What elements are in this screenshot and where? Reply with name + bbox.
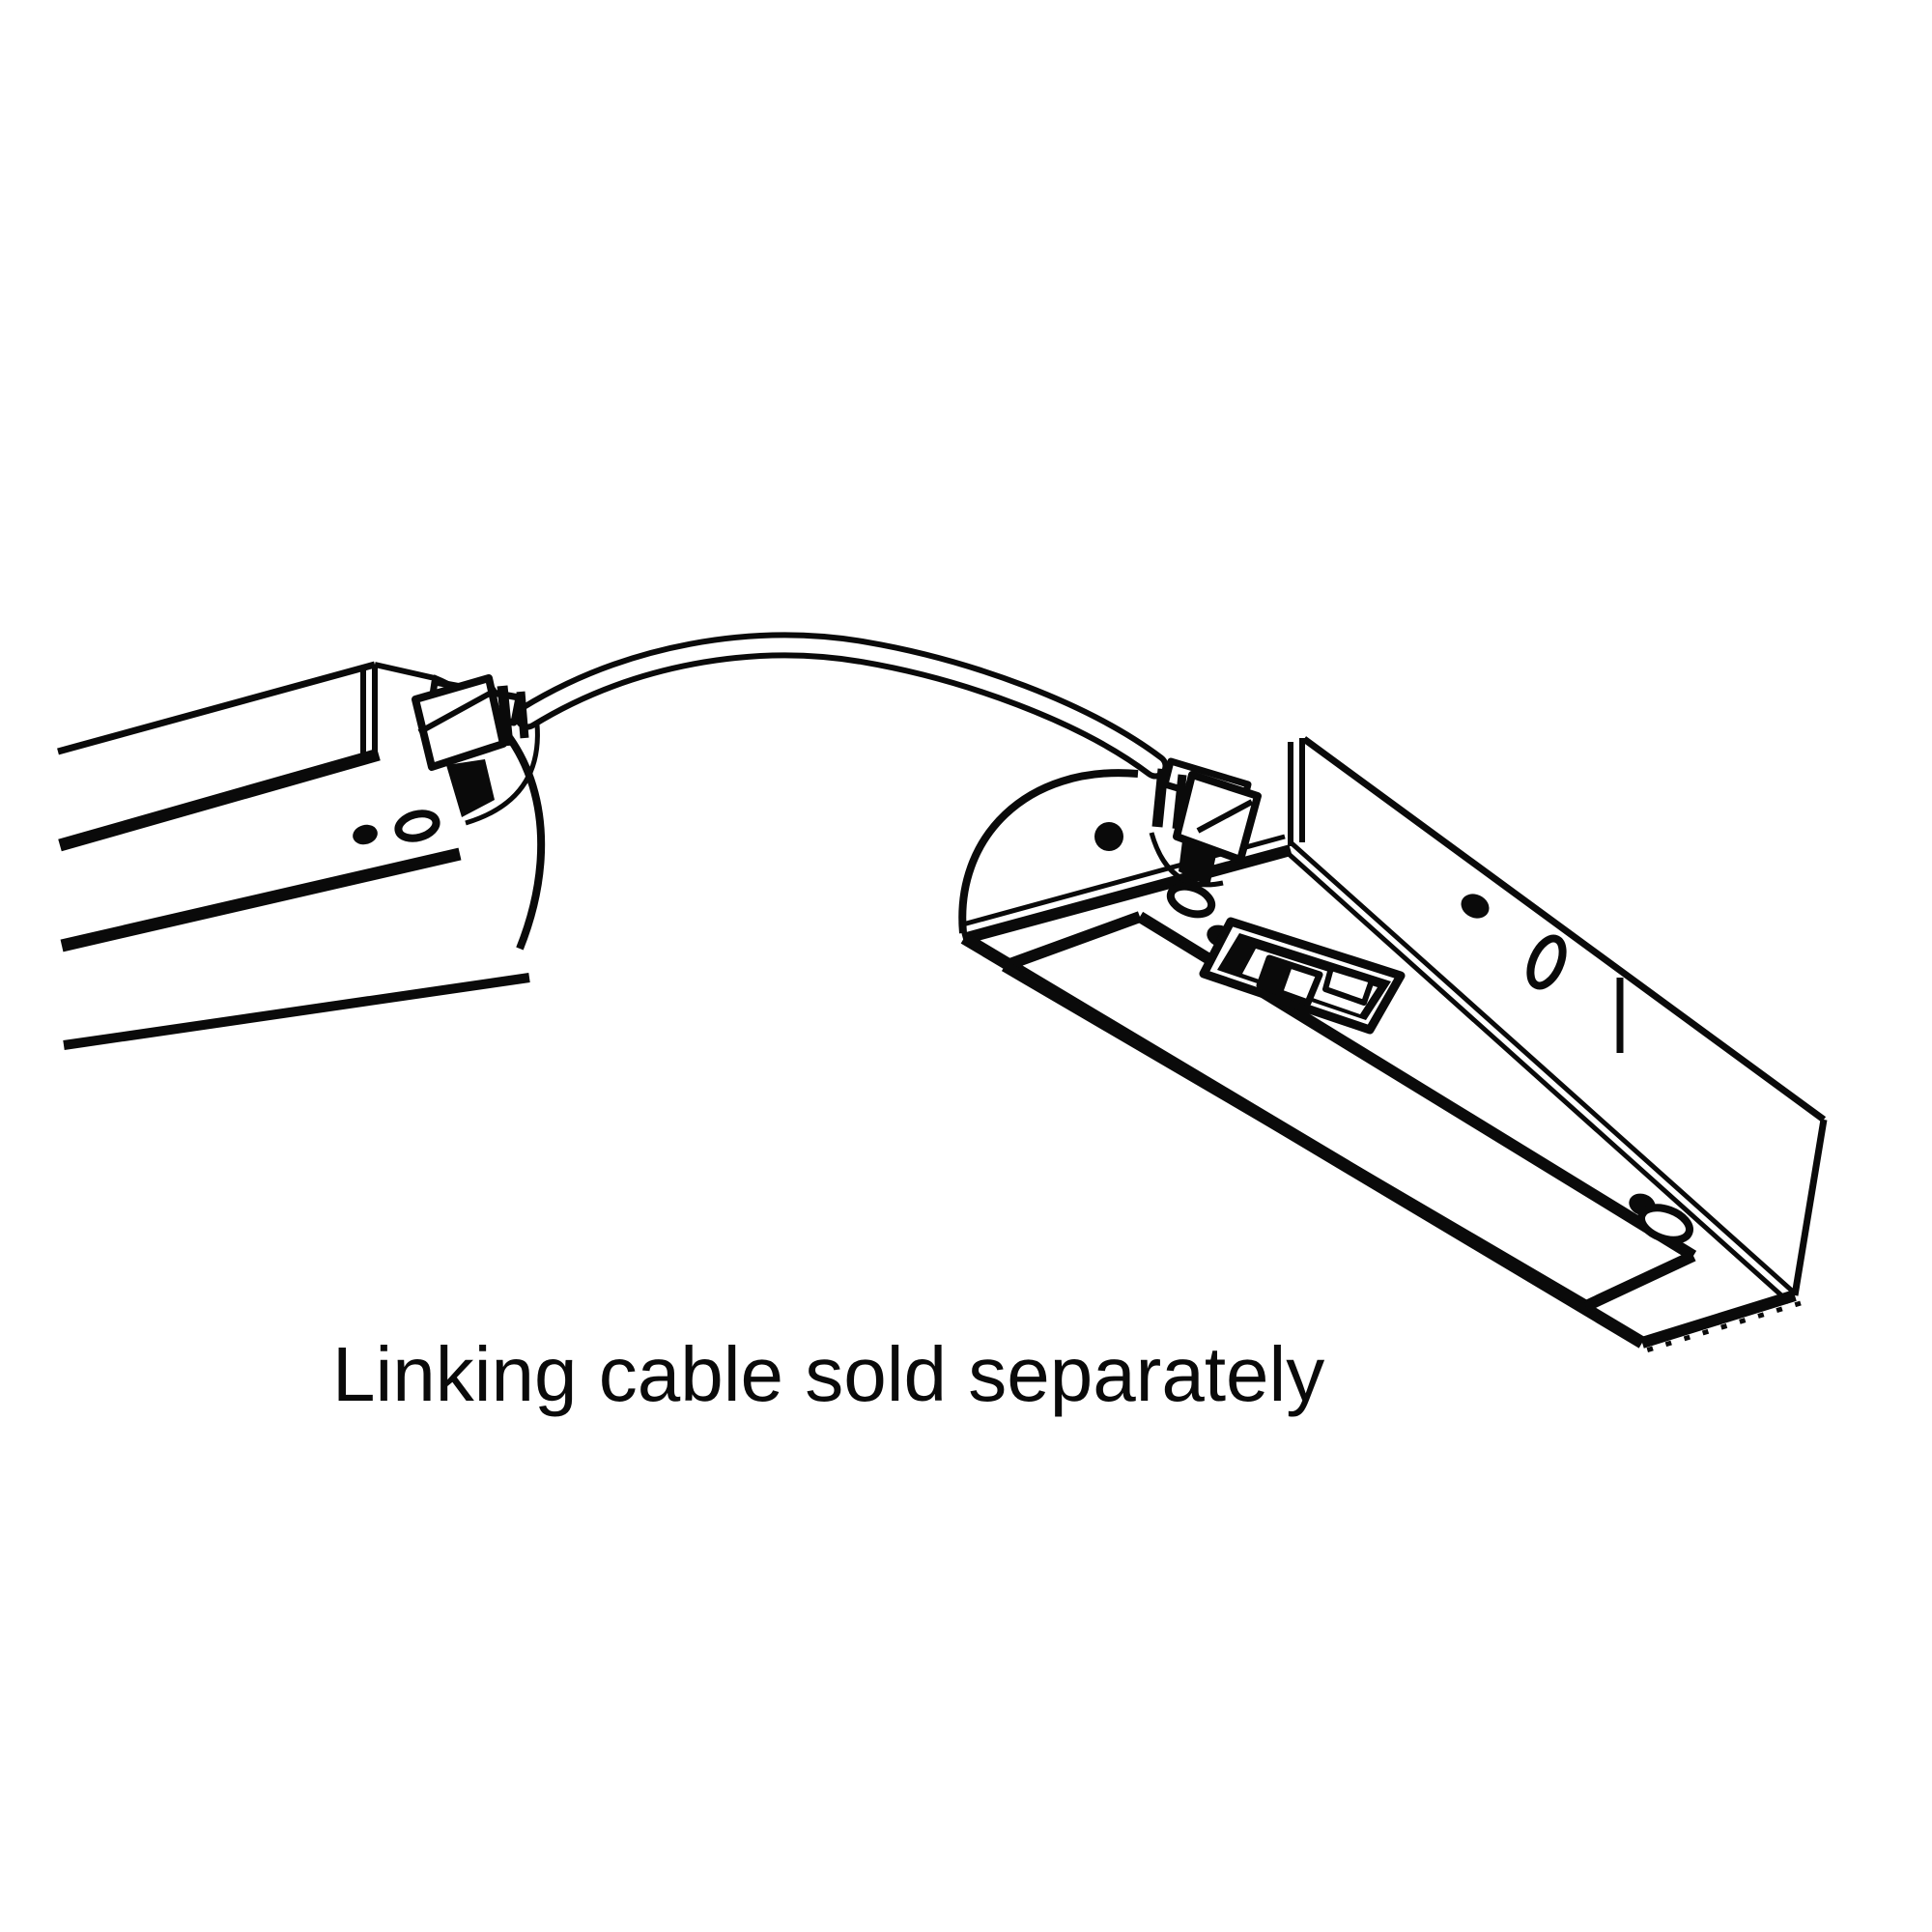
lens-front-edge bbox=[1001, 960, 1590, 1312]
left-fixture-corner-edge bbox=[360, 665, 378, 754]
power-switch bbox=[1199, 917, 1406, 1035]
left-plug-latch-line bbox=[417, 687, 498, 735]
left-plug-ridge-1 bbox=[497, 685, 514, 747]
right-fixture-near-edge bbox=[961, 844, 1293, 945]
side-vent-dot bbox=[1461, 894, 1490, 919]
right-far-keyhole-slot bbox=[1637, 1204, 1693, 1244]
right-cable-plug bbox=[1149, 757, 1262, 888]
cable-core bbox=[520, 638, 1163, 774]
side-vent-oval bbox=[1526, 934, 1567, 990]
right-plug-latch-line bbox=[1196, 799, 1254, 834]
left-keyhole-dot bbox=[353, 824, 378, 845]
right-fixture bbox=[958, 736, 1828, 1353]
caption-text: Linking cable sold separately bbox=[332, 1331, 1325, 1417]
right-fixture-far-edge bbox=[1640, 1290, 1797, 1349]
left-keyhole-slot bbox=[394, 810, 440, 842]
left-plug-ridge-2 bbox=[516, 691, 529, 739]
right-fixture-top-edge bbox=[1301, 736, 1827, 1122]
right-plug-ridge-1 bbox=[1151, 768, 1169, 828]
left-plug-wire-loop bbox=[465, 724, 540, 826]
left-fixture-bottom-edge bbox=[60, 847, 462, 952]
right-near-keyhole-slot bbox=[1166, 882, 1216, 919]
left-fixture-side-seam bbox=[58, 748, 381, 852]
right-fixture-corner-edge bbox=[1288, 738, 1305, 846]
linking-cable bbox=[514, 632, 1169, 780]
switch-rocker-half bbox=[1260, 958, 1293, 993]
right-end-cap-curve bbox=[958, 769, 1139, 934]
lens-far-edge bbox=[1583, 1250, 1696, 1312]
right-fixture-side-seam bbox=[1287, 840, 1795, 1304]
left-fixture-top-edge bbox=[57, 661, 376, 755]
right-fixture-far-cap-seam bbox=[1645, 1300, 1802, 1353]
right-end-cap-screw-hole bbox=[1094, 822, 1123, 851]
left-fixture-end-face-edge bbox=[374, 662, 436, 681]
switch-indicator bbox=[1322, 965, 1375, 1006]
right-fixture-far-top-edge bbox=[1791, 1119, 1828, 1296]
left-fixture-lens-edge bbox=[63, 973, 530, 1050]
right-plug-wire-loop bbox=[1149, 832, 1224, 888]
left-cable-plug bbox=[412, 674, 540, 826]
left-fixture bbox=[57, 661, 546, 1050]
left-plug-strain-tab bbox=[446, 759, 495, 817]
lens-near-edge bbox=[1002, 911, 1143, 972]
right-plug-strain-tab bbox=[1179, 840, 1217, 887]
